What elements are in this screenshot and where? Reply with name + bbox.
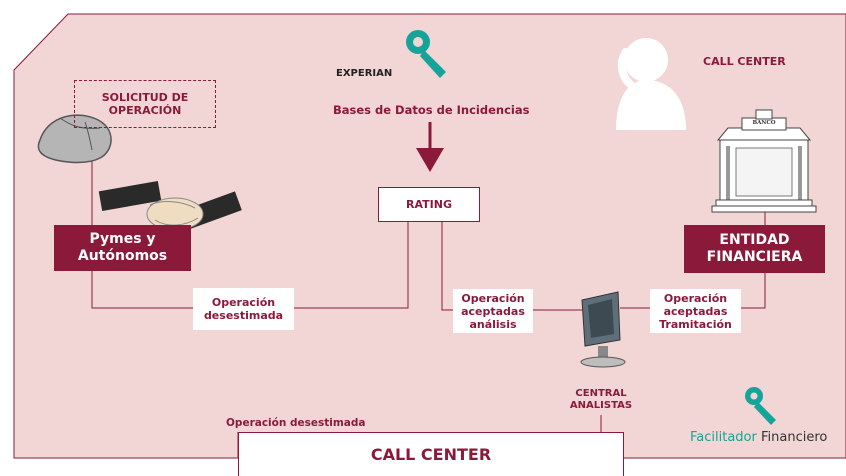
handshake-icon (98, 180, 242, 231)
call-center-bottom-box: CALL CENTER (238, 432, 624, 476)
person-phone-icon (616, 38, 686, 130)
solicitud-box: SOLICITUD DE OPERACIÓN (74, 80, 216, 128)
experian-label: EXPERIAN (336, 68, 393, 79)
op-aceptadas-analisis-box: Operación aceptadas análisis (453, 289, 533, 333)
bases-datos-label: Bases de Datos de Incidencias (333, 103, 530, 117)
entidad-box: ENTIDAD FINANCIERA (684, 225, 825, 273)
brand-word1: Facilitador (690, 430, 757, 445)
key-icon (406, 30, 446, 78)
op-desestimada-mid-box: Operación desestimada (193, 288, 294, 330)
central-analistas-label: CENTRAL ANALISTAS (569, 388, 633, 411)
op-aceptadas-analisis-label: Operación aceptadas análisis (461, 291, 525, 331)
op-desestimada-bottom-label: Operación desestimada (226, 417, 366, 429)
line-rating-to-central (441, 222, 585, 311)
mouse-icon (37, 114, 112, 164)
op-aceptadas-tramitacion-box: Operación aceptadas Tramitación (650, 289, 741, 333)
key-icon (745, 387, 776, 425)
entidad-label: ENTIDAD FINANCIERA (706, 232, 803, 265)
call-center-top-label: CALL CENTER (703, 55, 786, 68)
rating-label: RATING (406, 198, 452, 211)
banco-sign: BANCO (752, 120, 776, 126)
op-desestimada-mid-label: Operación desestimada (203, 296, 284, 322)
call-center-bottom-label: CALL CENTER (370, 445, 492, 464)
brand-word2: Financiero (761, 430, 828, 445)
op-aceptadas-tramitacion-label: Operación aceptadas Tramitación (659, 291, 732, 331)
rating-box: RATING (378, 187, 480, 222)
pymes-box: Pymes y Autónomos (54, 225, 191, 271)
brand-logo: Facilitador Financiero (690, 430, 827, 445)
pymes-label: Pymes y Autónomos (77, 231, 168, 264)
solicitud-label: SOLICITUD DE OPERACIÓN (101, 91, 189, 117)
arrow-down-icon (416, 122, 444, 172)
bank-building-icon (711, 109, 817, 213)
computer-monitor-icon (580, 291, 626, 368)
